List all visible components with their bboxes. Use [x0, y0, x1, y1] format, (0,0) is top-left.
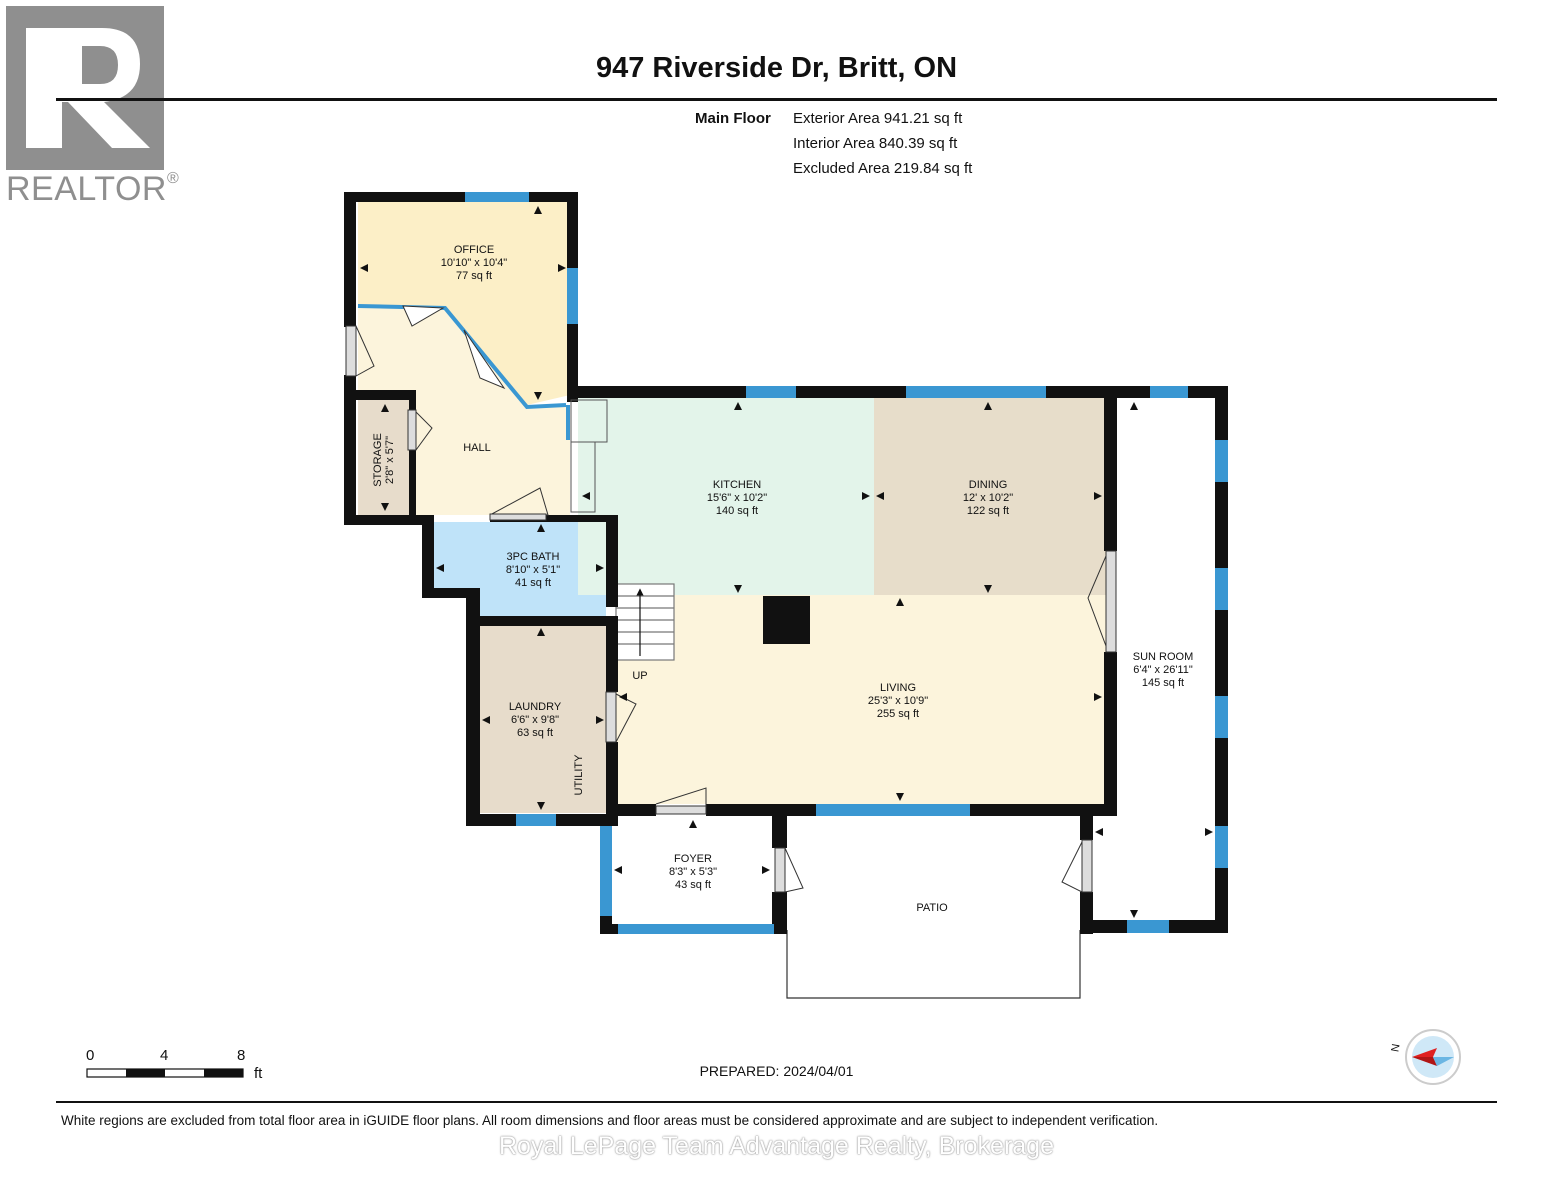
office-glass-partition — [357, 304, 567, 410]
scale-label-0: 0 — [86, 1047, 95, 1064]
chimney — [763, 596, 810, 644]
hall-fill — [358, 306, 570, 515]
stairs-label: UP — [632, 670, 647, 682]
windows — [465, 192, 1228, 934]
scale-bar — [86, 1068, 244, 1078]
sunroom-name: SUN ROOM — [1133, 651, 1194, 663]
excluded-area: Excluded Area 219.84 sq ft — [793, 160, 973, 177]
kitchen-name: KITCHEN — [713, 479, 761, 491]
compass-icon — [1405, 1029, 1461, 1085]
storage-name: STORAGE — [372, 433, 384, 487]
prepared-date: PREPARED: 2024/04/01 — [699, 1063, 854, 1079]
scale-label-8: 8 — [237, 1047, 246, 1064]
footer-divider — [56, 1101, 1497, 1103]
laundry-area: 63 sq ft — [517, 727, 553, 739]
brokerage-watermark: Royal LePage Team Advantage Realty, Brok… — [499, 1132, 1054, 1160]
storage-fill — [358, 400, 413, 515]
floor-plan: OFFICE 10'10" x 10'4" 77 sq ft HALL STOR… — [344, 192, 1228, 999]
doors — [345, 305, 1117, 893]
foyer-dims: 8'3" x 5'3" — [669, 866, 717, 878]
living-area: 255 sq ft — [877, 708, 919, 720]
dining-dims: 12' x 10'2" — [963, 492, 1013, 504]
dimension-arrows — [360, 206, 1213, 918]
dining-name: DINING — [969, 479, 1008, 491]
partitions — [570, 399, 608, 513]
disclaimer: White regions are excluded from total fl… — [61, 1113, 1159, 1128]
bath-area: 41 sq ft — [515, 577, 551, 589]
header-divider — [56, 98, 1497, 101]
bath-dims: 8'10" x 5'1" — [506, 564, 560, 576]
realtor-logo — [6, 6, 164, 170]
living-name: LIVING — [880, 682, 916, 694]
bath-fill — [432, 522, 606, 618]
storage-dims: 2'8" x 5'7" — [384, 436, 396, 484]
office-area: 77 sq ft — [456, 270, 492, 282]
scale-label-4: 4 — [160, 1047, 169, 1064]
kitchen-area: 140 sq ft — [716, 505, 758, 517]
patio-name: PATIO — [916, 902, 948, 914]
sunroom-dims: 6'4" x 26'11" — [1133, 664, 1193, 676]
foyer-area: 43 sq ft — [675, 879, 711, 891]
bath-name: 3PC BATH — [507, 551, 560, 563]
interior-area: Interior Area 840.39 sq ft — [793, 135, 958, 152]
living-fill — [616, 595, 1106, 804]
laundry-dims: 6'6" x 9'8" — [511, 714, 559, 726]
exterior-area: Exterior Area 941.21 sq ft — [793, 110, 963, 127]
utility-name: UTILITY — [573, 754, 585, 796]
dining-area: 122 sq ft — [967, 505, 1009, 517]
page-title: 947 Riverside Dr, Britt, ON — [595, 52, 958, 84]
dining-fill — [874, 398, 1106, 595]
sunroom-area: 145 sq ft — [1142, 677, 1184, 689]
scale-unit: ft — [254, 1065, 263, 1082]
patio-outline — [786, 930, 1081, 999]
realtor-logo-text: REALTOR® — [6, 170, 180, 208]
laundry-fill — [478, 625, 606, 813]
foyer-name: FOYER — [674, 853, 712, 865]
kitchen-dims: 15'6" x 10'2" — [707, 492, 767, 504]
living-dims: 25'3" x 10'9" — [868, 695, 928, 707]
laundry-name: LAUNDRY — [509, 701, 562, 713]
office-fill — [358, 200, 570, 405]
hall-name: HALL — [463, 442, 491, 454]
kitchen-fill — [578, 398, 874, 595]
floor-name: Main Floor — [695, 110, 771, 127]
office-dims: 10'10" x 10'4" — [441, 257, 508, 269]
office-name: OFFICE — [454, 244, 494, 256]
stairs — [615, 583, 675, 661]
